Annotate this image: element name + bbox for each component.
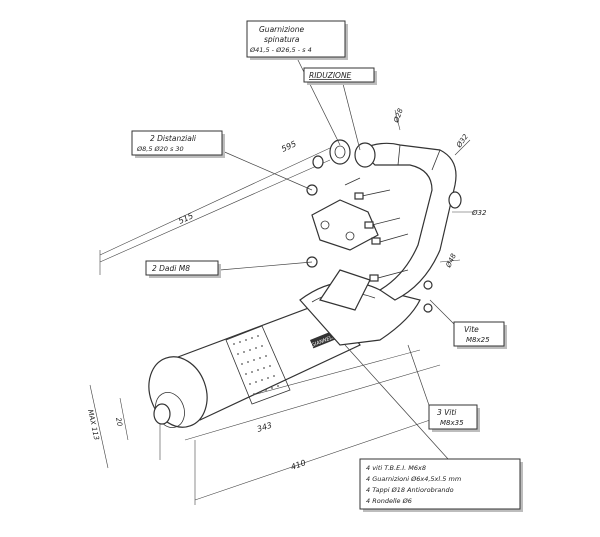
gasket-label-line3: Ø41,5 - Ø26,5 - s 4 [249,46,312,54]
callout-reduction: RIDUZIONE [303,67,377,85]
three-screws-label-line2: M8x35 [440,419,464,427]
callout-nuts: 2 Dadi M8 [145,260,221,278]
callout-gasket: Guarnizione spinatura Ø41,5 - Ø26,5 - s … [246,20,348,60]
spacers-label-line1: 2 Distanziali [150,134,197,143]
perforated-band [225,325,291,405]
nuts-label: 2 Dadi M8 [152,264,190,273]
header-pipe [354,142,462,301]
parts-list-item-2: 4 Guarnizioni Ø6x4,5xl.5 mm [366,475,461,483]
dim-343-label: 343 [256,421,273,434]
spacers-label-line2: Ø8,5 Ø20 s 30 [136,145,184,153]
silencer: GIANNELLI [148,269,421,428]
dim-20-label: 20 [114,417,124,428]
dim-d28-label: Ø28 [392,107,405,125]
three-screws-label-line1: 3 Viti [437,408,457,417]
dimension-max113: MAX 113 20 [86,384,129,469]
screw-label-line2: M8x25 [466,336,490,344]
dim-d32a-label: Ø32 [455,132,471,150]
callout-parts-list: 4 viti T.B.E.I. M6x8 4 Guarnizioni Ø6x4,… [359,458,523,512]
parts-list-item-3: 4 Tappi Ø18 Antiorobrando [366,486,454,494]
callout-spacers: 2 Distanziali Ø8,5 Ø20 s 30 [131,130,225,158]
dim-d32b-label: Ø32 [471,209,487,217]
callout-three-screws: 3 Viti M8x35 [428,404,480,432]
dim-410-label: 410 [290,458,307,472]
leader-lines [219,55,461,471]
parts-list-item-1: 4 viti T.B.E.I. M6x8 [366,464,426,472]
dim-595-label: 595 [280,139,298,154]
reduction-label: RIDUZIONE [309,71,352,80]
parts-list-item-4: 4 Rondelle Ø6 [366,497,412,505]
dim-d48-label: Ø48 [444,252,458,270]
callout-screw: Vite M8x25 [453,321,507,349]
dimension-515: 515 [99,159,331,275]
mounting-bracket [306,177,433,313]
dim-max113-label: MAX 113 [86,409,100,441]
gasket-label-line2: spinatura [264,35,300,44]
gasket-label-line1: Guarnizione [259,25,304,34]
screw-label-line1: Vite [464,325,479,334]
